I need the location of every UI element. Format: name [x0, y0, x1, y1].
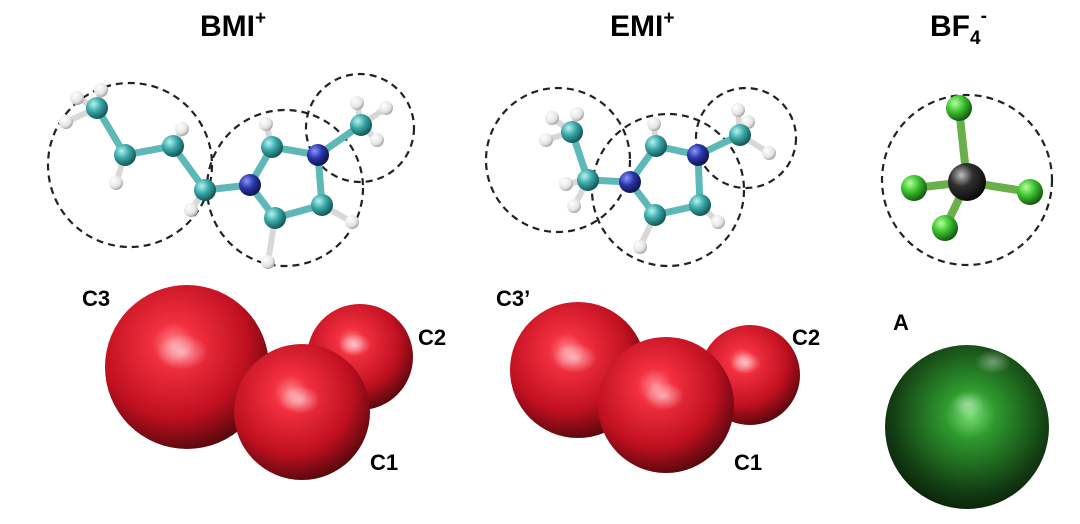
- carbon-atom: [162, 135, 184, 157]
- bead-highlight: [952, 392, 984, 416]
- bead-highlight: [156, 334, 208, 370]
- carbon-atom: [264, 207, 286, 229]
- hydrogen-atom: [109, 176, 123, 190]
- bf4-coarse-grained-model: [885, 345, 1049, 509]
- hydrogen-atom: [559, 177, 573, 191]
- bf4-bead-a: [885, 345, 1049, 509]
- bmi-coarse-grained-model: [105, 285, 413, 480]
- hydrogen-atom: [545, 111, 559, 125]
- bead-highlight: [644, 382, 684, 410]
- nitrogen-atom: [619, 171, 641, 193]
- hydrogen-atom: [59, 115, 73, 129]
- hydrogen-atom: [570, 107, 584, 121]
- nitrogen-atom: [687, 144, 709, 166]
- bmi-atoms: [59, 83, 393, 269]
- bmi-group-circle-c2: [304, 72, 416, 184]
- nitrogen-atom: [307, 144, 329, 166]
- hydrogen-atom: [259, 117, 273, 131]
- hydrogen-atom: [711, 215, 725, 229]
- bmi-title: BMI+: [200, 8, 266, 43]
- bmi-group-circle-c3: [46, 81, 214, 249]
- bmi-label-c3: C3: [82, 286, 110, 311]
- carbon-atom: [86, 97, 108, 119]
- hydrogen-atom: [70, 91, 84, 105]
- hydrogen-atom: [647, 117, 661, 131]
- emi-group-circle-c3: [484, 86, 632, 234]
- carbon-atom: [561, 121, 583, 143]
- carbon-atom: [644, 204, 666, 226]
- bf4-label-a: A: [893, 310, 909, 335]
- emi-atoms: [539, 103, 776, 254]
- fluorine-atom: [1017, 179, 1043, 205]
- carbon-atom: [350, 114, 372, 136]
- fluorine-atom: [932, 215, 958, 241]
- bead-highlight: [731, 352, 761, 374]
- carbon-atom: [689, 194, 711, 216]
- emi-label-c1: C1: [734, 450, 762, 475]
- hydrogen-atom: [94, 83, 108, 97]
- bmi-label-c2: C2: [418, 325, 446, 350]
- carbon-atom: [645, 135, 667, 157]
- hydrogen-atom: [175, 122, 189, 136]
- carbon-atom: [114, 144, 136, 166]
- emi-label-c2: C2: [792, 325, 820, 350]
- bmi-atomistic-model: [46, 72, 416, 269]
- hydrogen-atom: [567, 199, 581, 213]
- bf4-group-circle-a: [880, 93, 1054, 267]
- hydrogen-atom: [350, 96, 364, 110]
- hydrogen-atom: [731, 103, 745, 117]
- bmi-bonds: [63, 87, 389, 265]
- bf4-atomistic-model: [880, 93, 1054, 267]
- bead-highlight: [339, 334, 371, 356]
- carbon-atom: [311, 194, 333, 216]
- boron-atom: [948, 163, 986, 201]
- hydrogen-atom: [379, 101, 393, 115]
- hydrogen-atom: [539, 133, 553, 147]
- hydrogen-atom: [370, 133, 384, 147]
- emi-title: EMI+: [610, 8, 674, 43]
- hydrogen-atom: [184, 203, 198, 217]
- carbon-atom: [194, 179, 216, 201]
- nitrogen-atom: [239, 174, 261, 196]
- carbon-atom: [261, 136, 283, 158]
- bead-highlight: [975, 350, 1011, 374]
- emi-label-c3: C3’: [496, 286, 530, 311]
- fluorine-atom: [901, 175, 927, 201]
- hydrogen-atom: [261, 255, 275, 269]
- emi-coarse-grained-model: [510, 302, 800, 473]
- hydrogen-atom: [633, 240, 647, 254]
- bead-highlight: [280, 386, 320, 414]
- emi-group-circle-c1: [590, 112, 746, 268]
- bmi-label-c1: C1: [370, 450, 398, 475]
- carbon-atom: [577, 169, 599, 191]
- emi-atomistic-model: [484, 86, 798, 268]
- emi-group-circle-c2: [694, 86, 798, 190]
- hydrogen-atom: [345, 215, 359, 229]
- fluorine-atom: [946, 95, 972, 121]
- hydrogen-atom: [762, 146, 776, 160]
- bead-highlight: [553, 343, 597, 373]
- carbon-atom: [729, 124, 751, 146]
- bf4-title: BF4-: [930, 6, 987, 49]
- bf4-atoms: [901, 95, 1043, 241]
